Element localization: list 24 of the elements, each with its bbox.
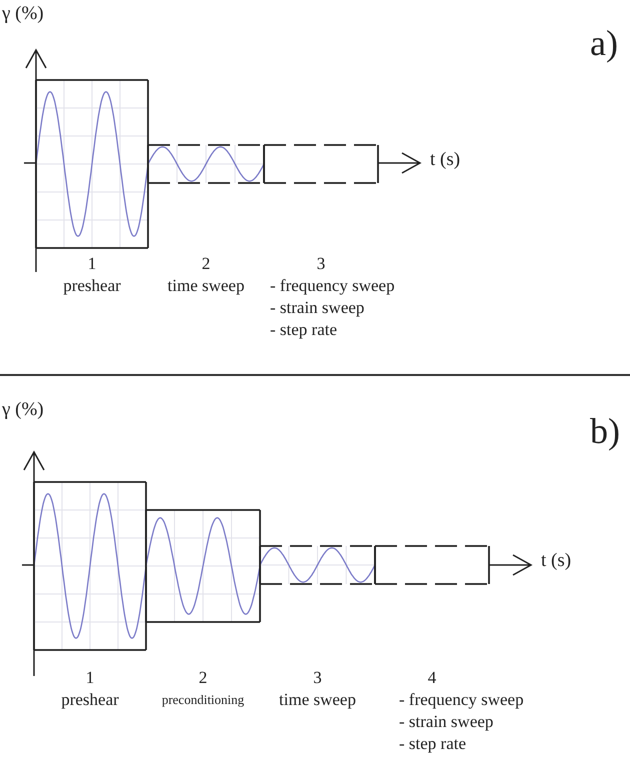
axis-label: γ (%)	[2, 4, 44, 25]
step-number: 1	[88, 254, 96, 274]
list-item: - step rate	[270, 320, 338, 340]
step-number: 1	[86, 668, 94, 688]
step-name: preshear	[61, 690, 119, 710]
list-item: - strain sweep	[399, 712, 494, 732]
list-item: - frequency sweep	[270, 276, 395, 296]
step-number: 2	[202, 254, 210, 274]
step-number: 3	[313, 668, 322, 688]
axis-label: t (s)	[541, 551, 572, 572]
list-item: - step rate	[399, 734, 466, 754]
panel-label: b)	[590, 412, 620, 452]
axis-label: γ (%)	[2, 400, 44, 421]
step-number: 3	[316, 254, 326, 274]
step-number: 2	[198, 668, 208, 688]
step-name: time sweep	[168, 276, 244, 296]
step-name: preconditioning	[162, 691, 244, 709]
list-item: - strain sweep	[270, 298, 364, 318]
list-item: - frequency sweep	[399, 690, 524, 710]
step-name: time sweep	[279, 690, 356, 710]
axis-label: t (s)	[430, 150, 460, 171]
step-name: preshear	[63, 276, 121, 296]
step-number: 4	[428, 668, 436, 688]
panel-label: a)	[590, 24, 618, 64]
